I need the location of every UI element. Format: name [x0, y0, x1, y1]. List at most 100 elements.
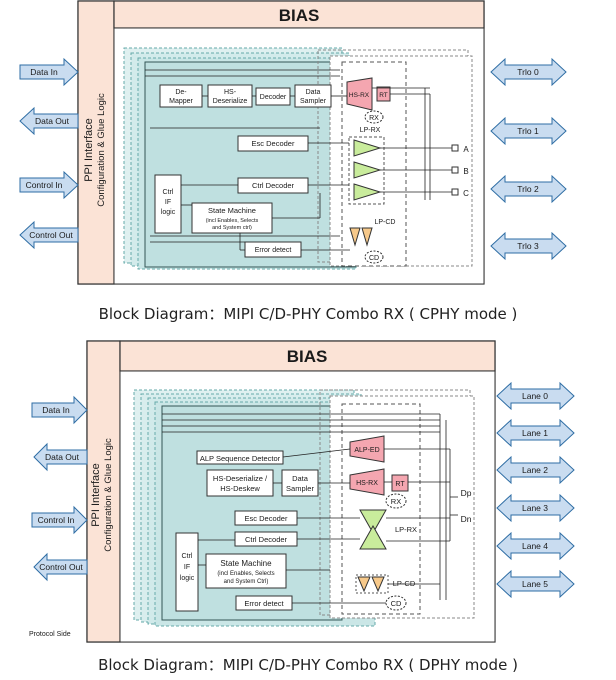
ctrl-if-logic-block: [154, 174, 182, 234]
hs-deserialize-line1: HS-: [224, 89, 237, 96]
ctrl-if-line3: logic: [180, 575, 195, 582]
ctrl-decoder-label: Ctrl Decoder: [252, 181, 295, 190]
rt-label: RT: [395, 481, 405, 488]
pin-a-box: [451, 144, 459, 152]
hs-deserialize-line2: HS-Deskew: [220, 484, 260, 493]
alp-ed-amplifier: [349, 435, 385, 463]
arrow-control-out: [19, 220, 79, 250]
cphy-pins: A B C: [451, 144, 469, 198]
state-machine-sub2: and System ctrl): [212, 225, 252, 231]
esc-decoder-label: Esc Decoder: [252, 139, 295, 148]
cphy-right-arrows: Trlo 0 Trlo 1 Trlo 2 Trlo 3: [490, 57, 567, 261]
error-detect-label: Error detect: [255, 247, 292, 254]
data-sampler-line1: Data: [292, 474, 309, 483]
pin-c-label: C: [463, 189, 469, 198]
esc-decoder-label: Esc Decoder: [245, 514, 288, 523]
ctrl-decoder-label: Ctrl Decoder: [245, 535, 288, 544]
pin-dp-label: Dp: [461, 488, 472, 498]
cphy-left-arrows: Data In Data Out Control In Control Out: [19, 57, 79, 250]
lp-rx-label: LP-RX: [360, 127, 381, 134]
ctrl-if-line2: IF: [184, 564, 190, 571]
lp-cd-label: LP-CD: [393, 579, 416, 588]
rt-block: [391, 474, 409, 492]
lp-rx-comparator-b: [359, 524, 387, 550]
lp-rx-comparator-b: [353, 161, 382, 179]
dphy-left-arrows: Data In Data Out Control In Control Out: [31, 395, 88, 582]
cd-label: CD: [369, 255, 379, 262]
label-lane-0: Lane 0: [522, 391, 548, 401]
arrow-data-in: [19, 57, 79, 87]
cd-badge: [364, 250, 384, 264]
ppi-title: PPI Interface: [83, 118, 95, 182]
arrow-lane-5: [496, 569, 575, 599]
ppi-interface-column: [86, 340, 121, 643]
ppi-subtitle: Configuration & Glue Logic: [103, 438, 114, 552]
arrow-trlo-0: [490, 57, 567, 87]
arrow-lane-3: [496, 493, 575, 523]
error-detect-label: Error detect: [244, 599, 284, 608]
demapper-line1: De-: [175, 89, 187, 96]
ctrl-if-line1: Ctrl: [182, 553, 193, 560]
lp-rx-label: LP-RX: [395, 525, 417, 534]
label-lane-2: Lane 2: [522, 465, 548, 475]
alp-ed-label: ALP-ED: [354, 447, 379, 454]
lp-cd-label: LP-CD: [374, 219, 395, 226]
lp-rx-group: [348, 136, 385, 205]
state-machine-sub1: (incl Enables, Selects: [217, 571, 274, 577]
rx-label: RX: [369, 115, 379, 122]
lp-cd-shape-1: [349, 227, 361, 247]
arrow-data-out: [33, 442, 88, 472]
label-data-in: Data In: [30, 67, 58, 77]
pin-dn-label: Dn: [461, 514, 472, 524]
label-trlo-1: Trlo 1: [517, 126, 539, 136]
label-trlo-2: Trlo 2: [517, 184, 539, 194]
state-machine-block: [205, 553, 287, 589]
state-machine-sub2: and System Ctrl): [224, 579, 269, 585]
cphy-caption: Block Diagram：MIPI C/D-PHY Combo RX ( CP…: [98, 305, 518, 323]
cphy-wires: [145, 69, 452, 251]
alp-seq-detector-label: ALP Sequence Detector: [200, 454, 281, 463]
label-trlo-0: Trlo 0: [517, 67, 539, 77]
rt-label: RT: [379, 92, 388, 99]
ctrl-if-line1: Ctrl: [163, 189, 174, 196]
label-control-in: Control In: [38, 515, 75, 525]
arrow-lane-2: [496, 455, 575, 485]
arrow-control-out: [33, 552, 88, 582]
protocol-side-label: Protocol Side: [29, 631, 71, 638]
decoder-label: Decoder: [260, 94, 287, 101]
ppi-title: PPI Interface: [90, 463, 102, 527]
ctrl-decoder-block: [237, 177, 309, 194]
hs-rx-label: HS-RX: [349, 92, 370, 99]
error-detect-block: [244, 241, 302, 258]
arrow-trlo-2: [490, 174, 567, 204]
decoder-block: [255, 87, 291, 106]
label-lane-4: Lane 4: [522, 541, 548, 551]
alp-seq-detector-block: [196, 450, 284, 465]
pin-a-label: A: [463, 145, 469, 154]
ctrl-if-logic-block: [175, 532, 199, 612]
pin-b-box: [451, 166, 459, 174]
lp-cd-shape-1: [357, 576, 371, 593]
hs-deserialize-line1: HS-Deserialize /: [213, 474, 268, 483]
arrow-lane-4: [496, 531, 575, 561]
state-machine-sub1: (incl Enables, Selects: [206, 218, 259, 224]
ctrl-if-line3: logic: [161, 209, 176, 216]
hs-rx-label: HS-RX: [356, 480, 378, 487]
ppi-subtitle: Configuration & Glue Logic: [96, 93, 107, 207]
rx-badge: [385, 493, 407, 509]
label-control-out: Control Out: [39, 562, 83, 572]
dphy-caption: Block Diagram：MIPI C/D-PHY Combo RX ( DP…: [98, 656, 518, 674]
state-machine-block: [191, 202, 273, 234]
rx-badge: [364, 110, 384, 124]
label-data-out: Data Out: [45, 452, 80, 462]
dphy-right-arrows: Lane 0 Lane 1 Lane 2 Lane 3 Lane 4 Lane …: [496, 381, 575, 599]
arrow-trlo-1: [490, 116, 567, 146]
label-lane-3: Lane 3: [522, 503, 548, 513]
esc-decoder-block: [237, 135, 309, 152]
rx-label: RX: [391, 497, 401, 506]
arrow-control-in: [19, 170, 79, 200]
ctrl-if-line2: IF: [165, 199, 171, 206]
label-control-in: Control In: [26, 180, 63, 190]
label-lane-5: Lane 5: [522, 579, 548, 589]
arrow-lane-1: [496, 418, 575, 448]
